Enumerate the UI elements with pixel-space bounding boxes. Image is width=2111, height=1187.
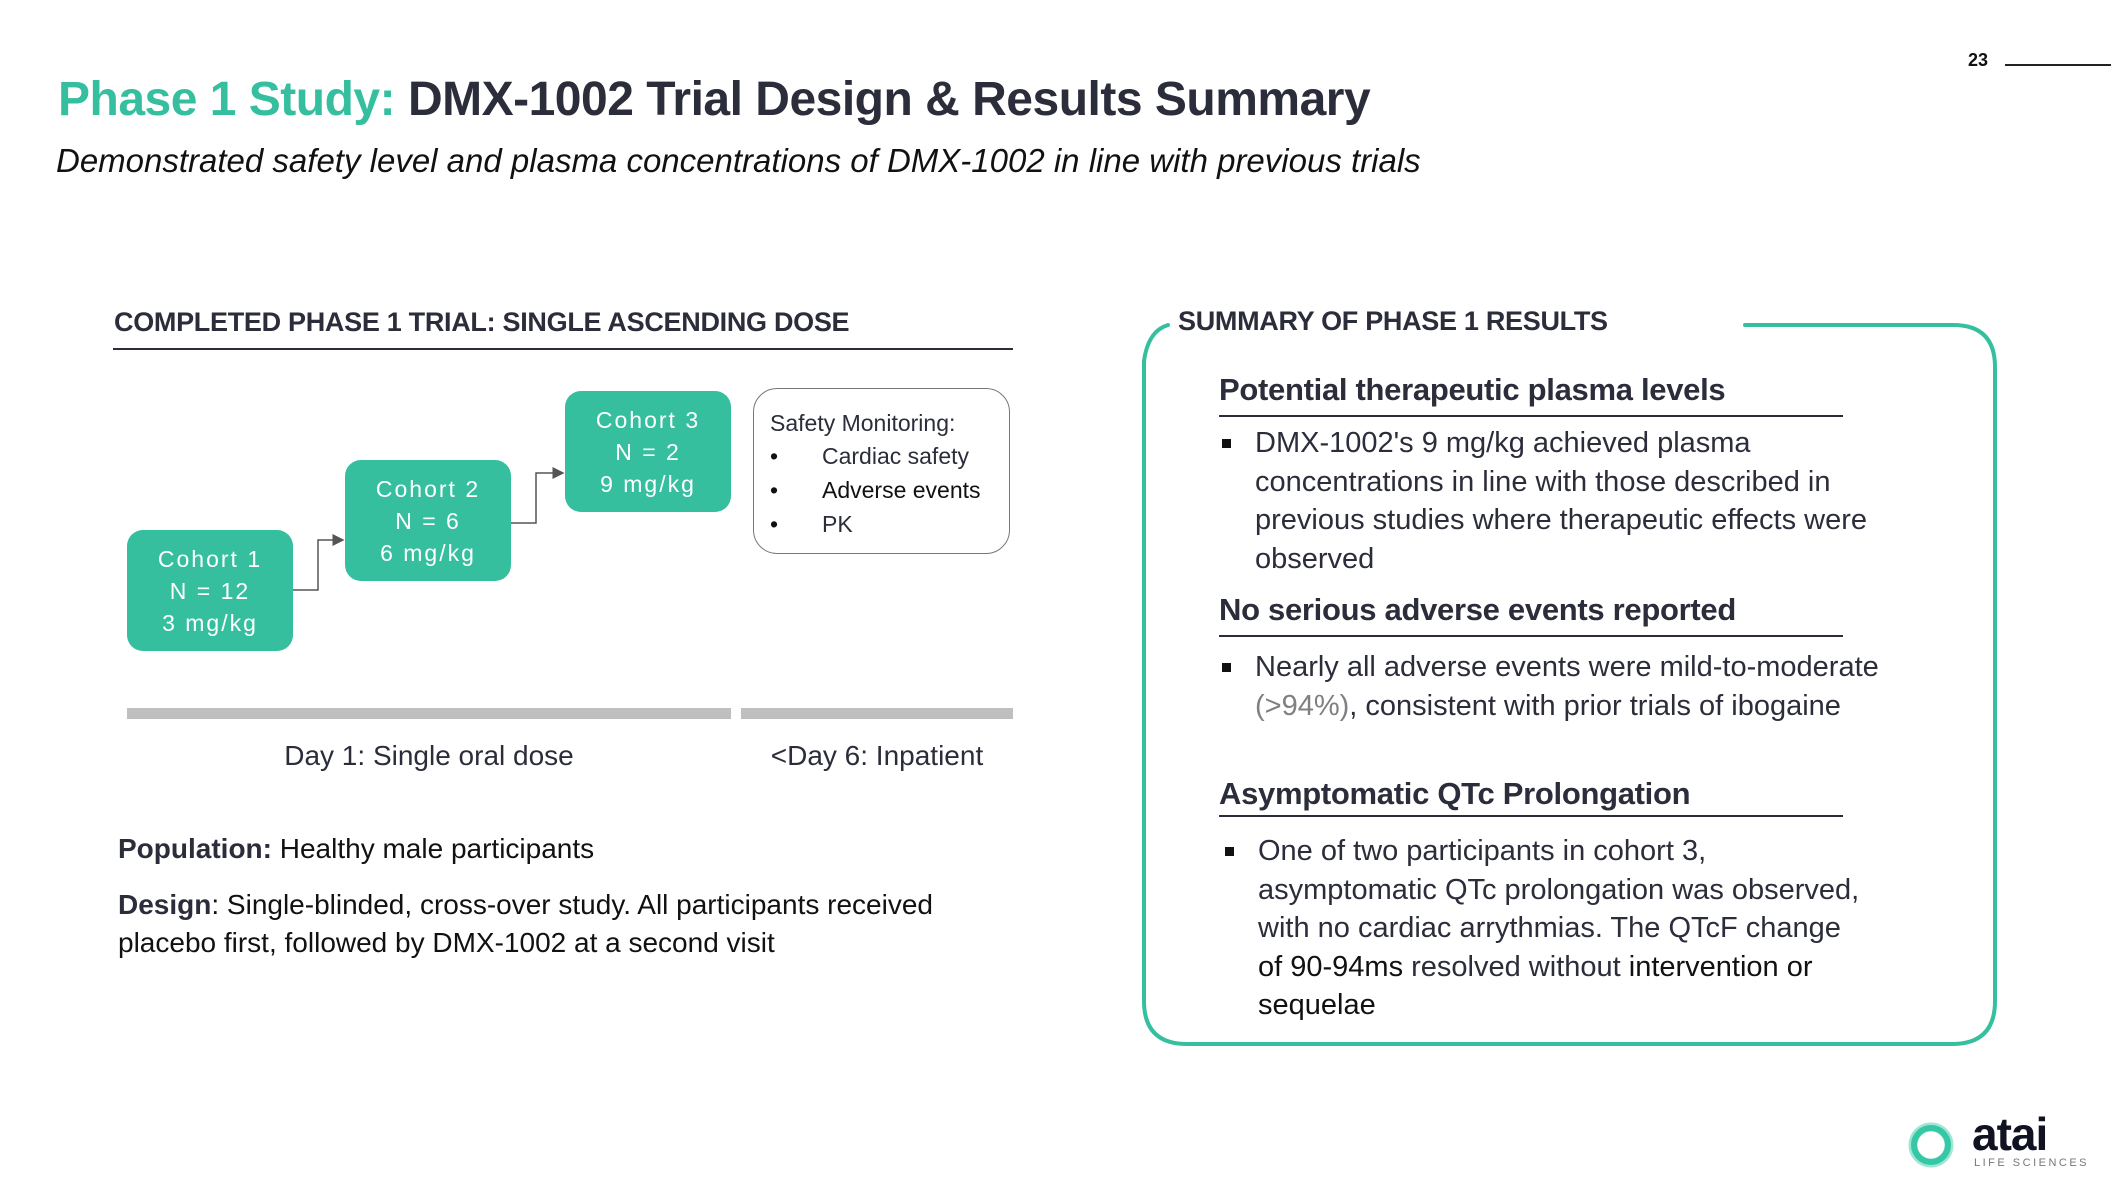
trial-design-heading: COMPLETED PHASE 1 TRIAL: SINGLE ASCENDIN… [114,307,850,337]
result-heading-adverse-events: No serious adverse events reported [1219,592,1737,627]
result-bullet-adverse-events: Nearly all adverse events were mild-to-m… [1219,648,1919,725]
page-number: 23 [1968,50,1989,70]
bullet-line: with no cardiac arrythmias. The QTcF cha… [1258,912,1841,944]
timeline-bar-day6 [741,708,1013,719]
page-title-main: DMX-1002 Trial Design & Results Summary [407,73,1371,126]
trial-design-heading-rule [113,348,1013,350]
ring-icon [1908,1122,1954,1168]
bullet-line: Nearly all adverse events were mild-to-m… [1255,651,1879,683]
cohort-name: Cohort 2 [375,475,481,502]
cohort-size: N = 6 [395,507,461,534]
result-heading-rule [1219,635,1843,637]
bullet-line: of 90-94ms resolved without intervention… [1258,948,1922,987]
cohort-2-box: Cohort 2 N = 6 6 mg/kg [345,460,511,581]
safety-item: PK [770,507,993,541]
design-label: Design [118,889,212,920]
cohort-name: Cohort 3 [595,406,701,433]
bullet-line-part: resolved without [1403,950,1629,983]
atai-logo: atai LIFE SCIENCES [1908,1108,2108,1175]
page-subtitle: Demonstrated safety level and plasma con… [56,142,1421,179]
bullet-line-rest: , consistent with prior trials of ibogai… [1349,689,1841,722]
timeline-bar-day1 [127,708,731,719]
safety-item: Adverse events [770,473,993,507]
logo-tagline: LIFE SCIENCES [1974,1157,2090,1169]
percentage-note: (>94%) [1255,689,1350,722]
logo-wordmark: atai [1972,1108,2048,1160]
cohort-dose: 6 mg/kg [380,539,476,566]
cohort-name: Cohort 1 [157,545,263,572]
cohort-size: N = 2 [615,438,681,465]
page-title: Phase 1 Study: DMX-1002 Trial Design & R… [58,72,1371,127]
result-bullet-qtc: One of two participants in cohort 3, asy… [1222,832,1922,1025]
timeline-label-day1: Day 1: Single oral dose [284,740,574,771]
summary-heading: SUMMARY OF PHASE 1 RESULTS [1178,306,1608,336]
result-heading-rule [1219,415,1843,417]
square-bullet-icon [1222,439,1231,448]
design-text: Design: Single-blinded, cross-over study… [118,886,933,962]
bullet-line: sequelae [1258,989,1376,1021]
summary-panel-border [1142,323,1997,1046]
result-bullet-plasma: DMX-1002's 9 mg/kg achieved plasma conce… [1219,424,1919,578]
square-bullet-icon [1222,663,1231,672]
result-heading-rule [1219,815,1843,817]
population-label: Population: [118,833,272,864]
cohort-3-box: Cohort 3 N = 2 9 mg/kg [565,391,731,512]
bullet-line: observed [1255,542,1375,575]
square-bullet-icon [1225,847,1234,856]
bullet-line: DMX-1002's 9 mg/kg achieved plasma [1255,427,1751,459]
safety-monitoring-box: Safety Monitoring: Cardiac safety Advers… [753,388,1010,554]
design-line-1: : Single-blinded, cross-over study. All … [211,889,933,920]
bullet-line: concentrations in line with those descri… [1255,465,1831,498]
bullet-line: asymptomatic QTc prolongation was observ… [1258,873,1860,906]
bullet-line: (>94%), consistent with prior trials of … [1255,687,1919,726]
population-line: Population: Healthy male participants [118,830,594,868]
population-value: Healthy male participants [271,833,595,864]
safety-monitoring-title: Safety Monitoring: [770,410,956,436]
timeline-label-day6: <Day 6: Inpatient [770,740,984,771]
result-heading-qtc: Asymptomatic QTc Prolongation [1219,776,1691,811]
safety-monitoring-list: Cardiac safety Adverse events PK [770,439,993,541]
result-heading-plasma: Potential therapeutic plasma levels [1219,372,1726,407]
cohort-1-box: Cohort 1 N = 12 3 mg/kg [127,530,293,651]
qtcf-change-value: of 90-94ms [1258,950,1404,983]
bullet-line: previous studies where therapeutic effec… [1255,504,1868,536]
safety-item: Cardiac safety [770,439,993,473]
cohort-size: N = 12 [169,577,251,604]
bullet-line-part: intervention or [1628,950,1813,983]
page-title-accent: Phase 1 Study: [58,73,396,126]
bullet-line: One of two participants in cohort 3, [1258,835,1707,867]
cohort-dose: 9 mg/kg [600,470,696,497]
connector-arrow-1-2 [293,534,345,591]
connector-arrow-2-3 [511,467,565,524]
design-line-2: placebo first, followed by DMX-1002 at a… [118,927,775,958]
page-number-rule [2005,64,2111,66]
cohort-dose: 3 mg/kg [162,609,258,636]
